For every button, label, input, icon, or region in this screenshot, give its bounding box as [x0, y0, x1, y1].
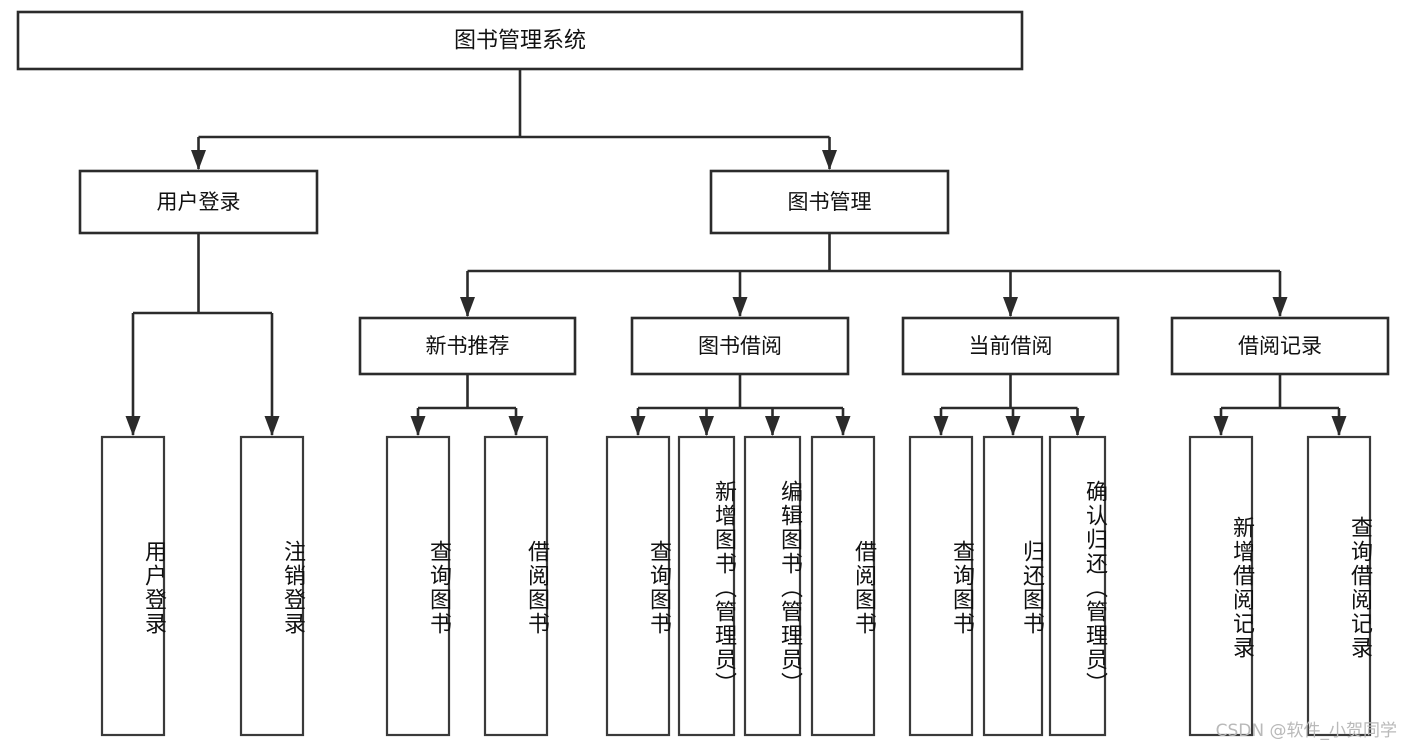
arrow-head-icon-borrow-record [1272, 297, 1288, 317]
arrow-head-icon-leaf-confirm-return [1070, 416, 1085, 436]
node-box-root[interactable] [16, 10, 1024, 71]
arrow-head-icon-current-borrow [1003, 297, 1018, 317]
arrow-head-icon-leaf-query-record [1331, 416, 1347, 436]
node-label-new-book-recommend: 新书推荐 [426, 334, 510, 358]
arrow-head-icon-leaf-add-record [1213, 416, 1229, 436]
node-box-book-borrow[interactable] [630, 316, 850, 376]
node-box-leaf-confirm-return[interactable] [1048, 435, 1107, 737]
node-label-book-manage: 图书管理 [788, 190, 872, 214]
boxes-layer [16, 10, 1390, 737]
node-label-current-borrow: 当前借阅 [969, 334, 1053, 358]
arrow-head-icon-leaf-edit-book [765, 416, 780, 436]
arrow-head-icon-leaf-add-book [699, 416, 714, 436]
node-box-new-book-recommend[interactable] [358, 316, 577, 376]
arrow-head-icon-leaf-query-book-2 [630, 416, 646, 436]
node-box-leaf-borrow-book-2[interactable] [810, 435, 876, 737]
connectors-layer [125, 69, 1347, 436]
node-box-leaf-user-login[interactable] [100, 435, 166, 737]
node-box-leaf-add-book[interactable] [677, 435, 736, 737]
node-label-user-login: 用户登录 [157, 190, 241, 214]
arrow-head-icon-leaf-return-book [1005, 416, 1021, 436]
arrow-head-icon-book-manage [822, 150, 837, 170]
arrow-head-icon-new-book-recommend [460, 297, 475, 317]
arrow-head-icon-book-borrow [732, 297, 748, 317]
csdn-watermark: CSDN @软件_小贺同学 [1215, 721, 1397, 741]
node-box-book-manage[interactable] [709, 169, 950, 235]
node-label-book-borrow: 图书借阅 [698, 334, 782, 358]
node-box-leaf-query-book-1[interactable] [385, 435, 451, 737]
node-box-leaf-add-record[interactable] [1188, 435, 1254, 737]
arrow-head-icon-user-login [191, 150, 206, 170]
node-box-leaf-query-book-3[interactable] [908, 435, 974, 737]
node-label-root: 图书管理系统 [454, 29, 586, 54]
arrow-head-icon-leaf-query-book-1 [410, 416, 426, 436]
node-box-leaf-edit-book[interactable] [743, 435, 802, 737]
node-box-borrow-record[interactable] [1170, 316, 1390, 376]
arrow-head-icon-leaf-user-login [125, 416, 141, 436]
arrow-head-icon-leaf-query-book-3 [933, 416, 949, 436]
arrow-head-icon-leaf-borrow-book-1 [508, 416, 524, 436]
node-box-leaf-query-record[interactable] [1306, 435, 1372, 737]
node-label-borrow-record: 借阅记录 [1238, 334, 1322, 358]
node-box-user-login[interactable] [78, 169, 319, 235]
node-box-current-borrow[interactable] [901, 316, 1120, 376]
node-box-leaf-query-book-2[interactable] [605, 435, 671, 737]
arrow-head-icon-leaf-borrow-book-2 [835, 416, 851, 436]
node-box-leaf-return-book[interactable] [982, 435, 1044, 737]
node-box-leaf-borrow-book-1[interactable] [483, 435, 549, 737]
node-box-leaf-user-logout[interactable] [239, 435, 305, 737]
arrow-head-icon-leaf-user-logout [264, 416, 280, 436]
